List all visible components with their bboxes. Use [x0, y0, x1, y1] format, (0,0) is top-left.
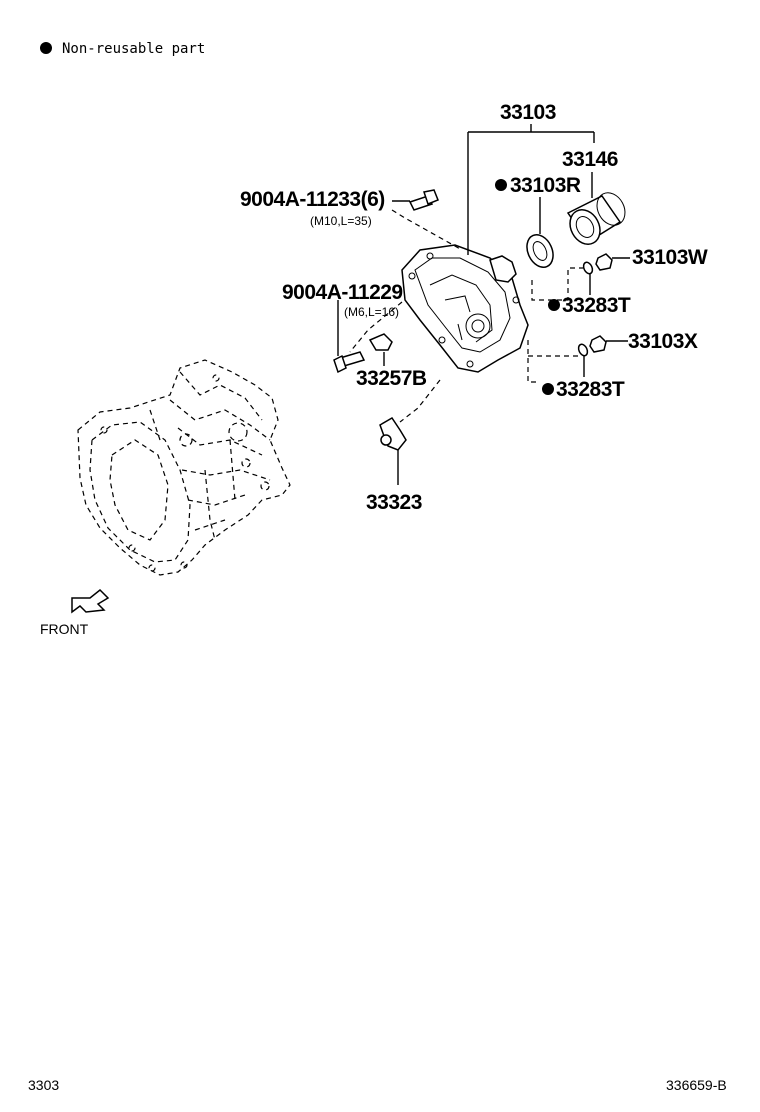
plug-33103x-illustration	[577, 335, 607, 357]
plug-33103w-illustration	[582, 253, 613, 275]
part-labels: 33103 33146 33103R 33103W 33283T 33103X …	[240, 101, 708, 514]
legend-text: Non-reusable part	[62, 41, 205, 57]
footer-figure-number: 3303	[28, 1077, 59, 1093]
front-direction-indicator: FRONT	[40, 588, 110, 637]
part-label-33323: 33323	[366, 491, 422, 514]
front-label: FRONT	[40, 621, 89, 637]
part-label-33103w: 33103W	[632, 246, 708, 269]
transmission-case-illustration	[77, 359, 291, 576]
part-label-33283t-upper: 33283T	[562, 294, 631, 317]
non-reusable-icon	[495, 179, 507, 191]
oil-seal-illustration	[526, 234, 554, 268]
part-label-33146: 33146	[562, 148, 618, 171]
bolt-m6-illustration	[333, 351, 366, 374]
bracket-33257b-illustration	[368, 333, 393, 351]
part-label-33103: 33103	[500, 101, 556, 124]
legend: Non-reusable part	[40, 41, 205, 57]
part-label-33103x: 33103X	[628, 330, 698, 353]
part-label-bolt-9004a-11233: 9004A-11233(6)	[240, 188, 385, 211]
leader-lines	[337, 124, 630, 485]
extension-housing-illustration	[401, 244, 529, 373]
non-reusable-icon	[548, 299, 560, 311]
filled-circle-icon	[40, 42, 52, 54]
bolt-spec-m6: (M6,L=16)	[344, 305, 399, 319]
lever-33323-illustration	[379, 416, 407, 451]
bolt-spec-m10: (M10,L=35)	[310, 214, 372, 228]
part-label-33103r: 33103R	[510, 174, 581, 197]
bolt-m10-illustration	[408, 189, 439, 211]
part-label-33257b: 33257B	[356, 367, 427, 390]
footer-drawing-id: 336659-B	[666, 1077, 727, 1093]
front-arrow-icon	[71, 588, 110, 614]
cap-33146-illustration	[566, 192, 626, 245]
part-label-bolt-9004a-11229: 9004A-11229	[282, 281, 403, 304]
part-label-33283t-lower: 33283T	[556, 378, 625, 401]
non-reusable-icon	[542, 383, 554, 395]
